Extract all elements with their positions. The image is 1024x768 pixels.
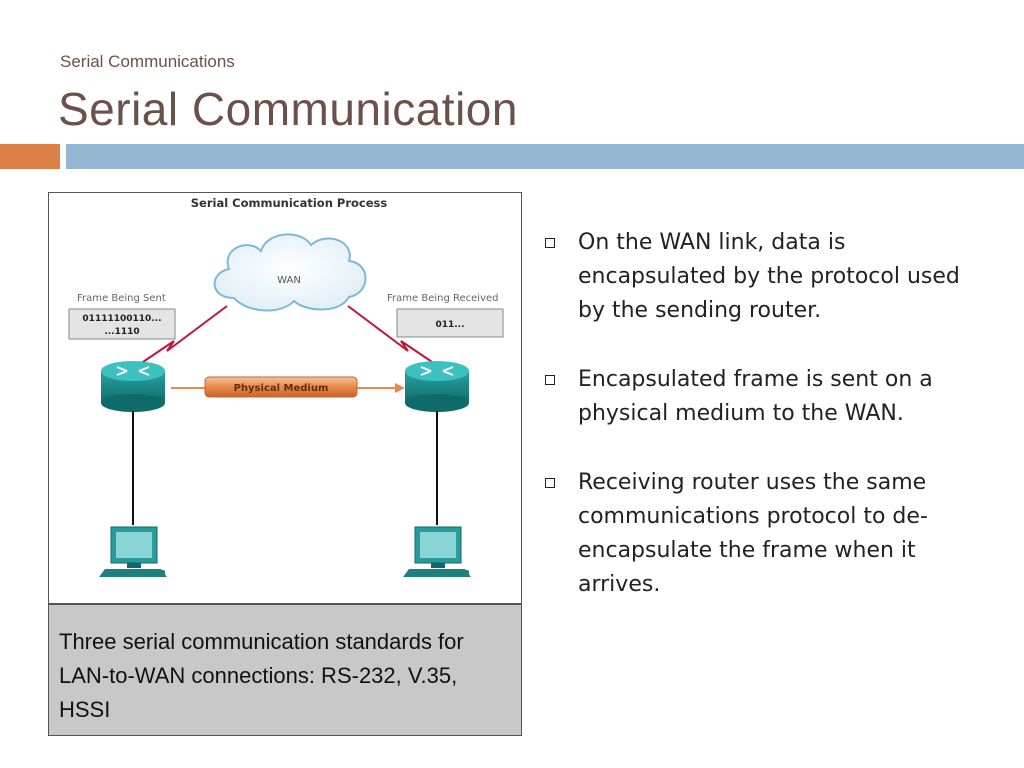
bullet-text: Receiving router uses the same communica… [578, 470, 928, 597]
bullet-item: Encapsulated frame is sent on a physical… [540, 363, 990, 431]
bullet-item: On the WAN link, data is encapsulated by… [540, 226, 990, 328]
frame-sent-line1: 01111100110... [82, 314, 161, 324]
computer-icon [403, 526, 471, 577]
bullet-text: On the WAN link, data is encapsulated by… [578, 230, 960, 323]
frame-received-value: 011... [435, 320, 464, 330]
lightning-link-icon [133, 305, 442, 369]
figure-panel: Serial Communication Process WAN Frame B… [48, 192, 522, 604]
frame-sent-line2: ...1110 [104, 327, 139, 337]
serial-process-diagram: Serial Communication Process WAN Frame B… [68, 196, 504, 577]
frame-received-box: 011... [396, 308, 504, 338]
bullet-item: Receiving router uses the same communica… [540, 466, 990, 602]
physical-medium-label: Physical Medium [234, 383, 329, 394]
physical-medium: Physical Medium [171, 376, 405, 398]
square-bullet-icon [545, 375, 555, 385]
header-subtitle: Serial Communications [60, 52, 235, 71]
frame-sent-box: 01111100110... ...1110 [68, 308, 176, 340]
router-icon [101, 361, 165, 412]
page-title: Serial Communication [58, 83, 518, 135]
cloud-icon: WAN [213, 233, 367, 312]
bullet-list: On the WAN link, data is encapsulated by… [540, 226, 990, 637]
router-icon [405, 361, 469, 412]
square-bullet-icon [545, 238, 555, 248]
accent-bar-orange [0, 144, 60, 169]
square-bullet-icon [545, 478, 555, 488]
frame-received-label: Frame Being Received [387, 293, 499, 304]
figure-title: Serial Communication Process [191, 196, 388, 210]
caption-box: Three serial communication standards for… [48, 604, 522, 736]
accent-bar-blue [66, 144, 1024, 169]
frame-sent-label: Frame Being Sent [77, 293, 166, 304]
cloud-label: WAN [277, 275, 301, 286]
computer-icon [99, 526, 167, 577]
bullet-text: Encapsulated frame is sent on a physical… [578, 367, 933, 426]
